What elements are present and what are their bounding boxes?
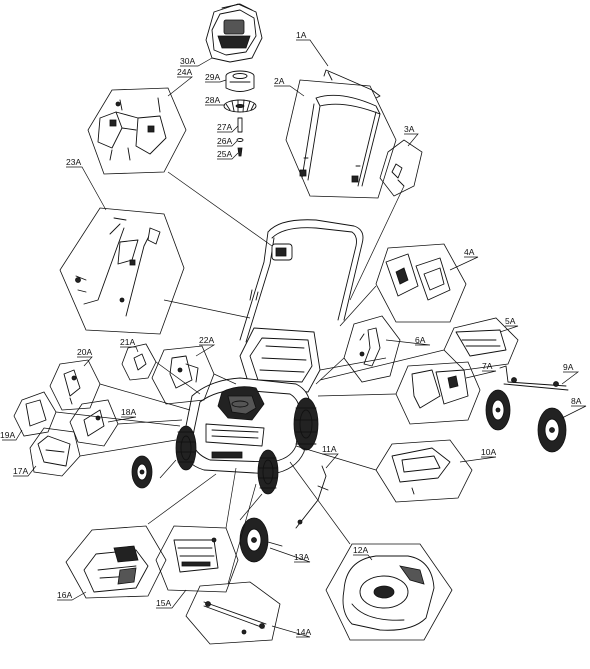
link-18a[interactable] (69, 399, 119, 447)
rear-wheel-8a-right[interactable] (537, 407, 567, 453)
label-30a: 30A (180, 56, 213, 67)
label-1a: 1A (296, 30, 329, 67)
label-23a: 23A (66, 157, 107, 211)
cooling-fan-28a[interactable] (223, 99, 257, 113)
svg-text:8A: 8A (571, 396, 582, 406)
rear-wheel-8a-left[interactable] (485, 389, 511, 431)
label-21a: 21A (120, 337, 139, 353)
svg-text:3A: 3A (404, 124, 415, 134)
label-6a: 6A (385, 335, 431, 346)
small-parts-27a-25a[interactable] (236, 117, 244, 157)
rear-door-17a[interactable] (29, 427, 81, 477)
latch-22a[interactable] (151, 345, 215, 405)
label-8a: 8A (561, 396, 587, 419)
height-adjuster-15a[interactable] (155, 525, 239, 593)
label-7a: 7A (465, 361, 497, 379)
label-4a: 4A (449, 247, 479, 271)
rear-axle-9a[interactable] (499, 365, 569, 391)
label-5a: 5A (499, 316, 519, 333)
rear-flap-7a[interactable] (395, 361, 481, 425)
svg-text:29A: 29A (205, 72, 220, 82)
label-24a: 24A (167, 67, 194, 97)
svg-text:27A: 27A (217, 122, 232, 132)
label-19a: 19A (0, 429, 23, 441)
svg-text:17A: 17A (13, 466, 28, 476)
deflector-19a[interactable] (13, 391, 57, 437)
svg-text:11A: 11A (322, 444, 337, 454)
svg-text:13A: 13A (294, 552, 309, 562)
svg-text:5A: 5A (505, 316, 516, 326)
svg-text:7A: 7A (482, 361, 493, 371)
discharge-chute-10a[interactable] (375, 439, 473, 503)
svg-text:28A: 28A (205, 95, 220, 105)
label-22a: 22A (195, 335, 216, 357)
svg-text:22A: 22A (199, 335, 214, 345)
svg-text:20A: 20A (77, 347, 92, 357)
svg-text:16A: 16A (57, 590, 72, 600)
label-10a: 10A (459, 447, 496, 463)
label-12a: 12A (353, 545, 373, 561)
front-wheel-13a[interactable] (239, 517, 283, 563)
svg-text:19A: 19A (0, 430, 15, 440)
label-20a: 20A (77, 347, 93, 367)
svg-text:12A: 12A (353, 545, 368, 555)
label-15a: 15A (156, 589, 187, 609)
label-18a: 18A (107, 407, 136, 423)
svg-text:21A: 21A (120, 337, 135, 347)
svg-text:6A: 6A (415, 335, 426, 345)
labels-29a-25a: 29A 28A 27A 26A 25A (205, 72, 239, 160)
svg-text:9A: 9A (563, 362, 574, 372)
knob-21a[interactable] (121, 343, 157, 381)
grass-bag-top-16a[interactable] (65, 525, 167, 599)
upper-handle-2a[interactable] (285, 79, 397, 199)
svg-text:30A: 30A (180, 56, 195, 66)
mower-deck[interactable] (181, 377, 311, 475)
mulch-plug-5a[interactable] (443, 317, 519, 371)
clip-20a[interactable] (49, 359, 101, 411)
label-11a: 11A (322, 444, 339, 469)
svg-text:10A: 10A (481, 447, 496, 457)
rear-wheel-right[interactable] (293, 397, 319, 451)
svg-text:15A: 15A (156, 598, 171, 608)
grass-bag-frame[interactable] (239, 327, 321, 393)
height-adjust-rod-11a[interactable] (295, 465, 329, 529)
motor-29a[interactable] (225, 70, 255, 92)
svg-text:25A: 25A (217, 149, 232, 159)
label-16a: 16A (57, 590, 87, 601)
loose-wheel-left[interactable] (131, 455, 153, 489)
battery-cover-4a[interactable] (375, 243, 467, 323)
svg-text:24A: 24A (177, 67, 192, 77)
label-9a: 9A (561, 362, 580, 385)
svg-text:14A: 14A (296, 627, 311, 637)
svg-text:1A: 1A (296, 30, 307, 40)
label-2a: 2A (274, 76, 305, 97)
label-3a: 3A (404, 124, 419, 147)
svg-text:26A: 26A (217, 136, 232, 146)
mower-handle[interactable] (239, 219, 364, 343)
svg-text:2A: 2A (274, 76, 285, 86)
front-wheel-left[interactable] (175, 425, 197, 471)
switch-box-24a[interactable] (87, 87, 187, 175)
lower-handle-assembly-23a[interactable] (59, 207, 185, 335)
assembly-leader-lines (55, 171, 445, 585)
bracket-6a[interactable] (343, 315, 401, 383)
svg-text:18A: 18A (121, 407, 136, 417)
front-axle-14a[interactable] (185, 581, 281, 645)
svg-text:4A: 4A (464, 247, 475, 257)
label-13a: 13A (269, 547, 311, 563)
clip-3a[interactable] (379, 139, 423, 197)
handle-cable-1a[interactable] (323, 69, 381, 99)
label-17a: 17A (13, 465, 37, 477)
svg-text:23A: 23A (66, 157, 81, 167)
label-14a: 14A (271, 625, 311, 638)
deck-housing-12a[interactable] (325, 543, 453, 641)
battery-pack-30a[interactable] (205, 3, 263, 63)
front-wheel-right[interactable] (257, 449, 279, 495)
